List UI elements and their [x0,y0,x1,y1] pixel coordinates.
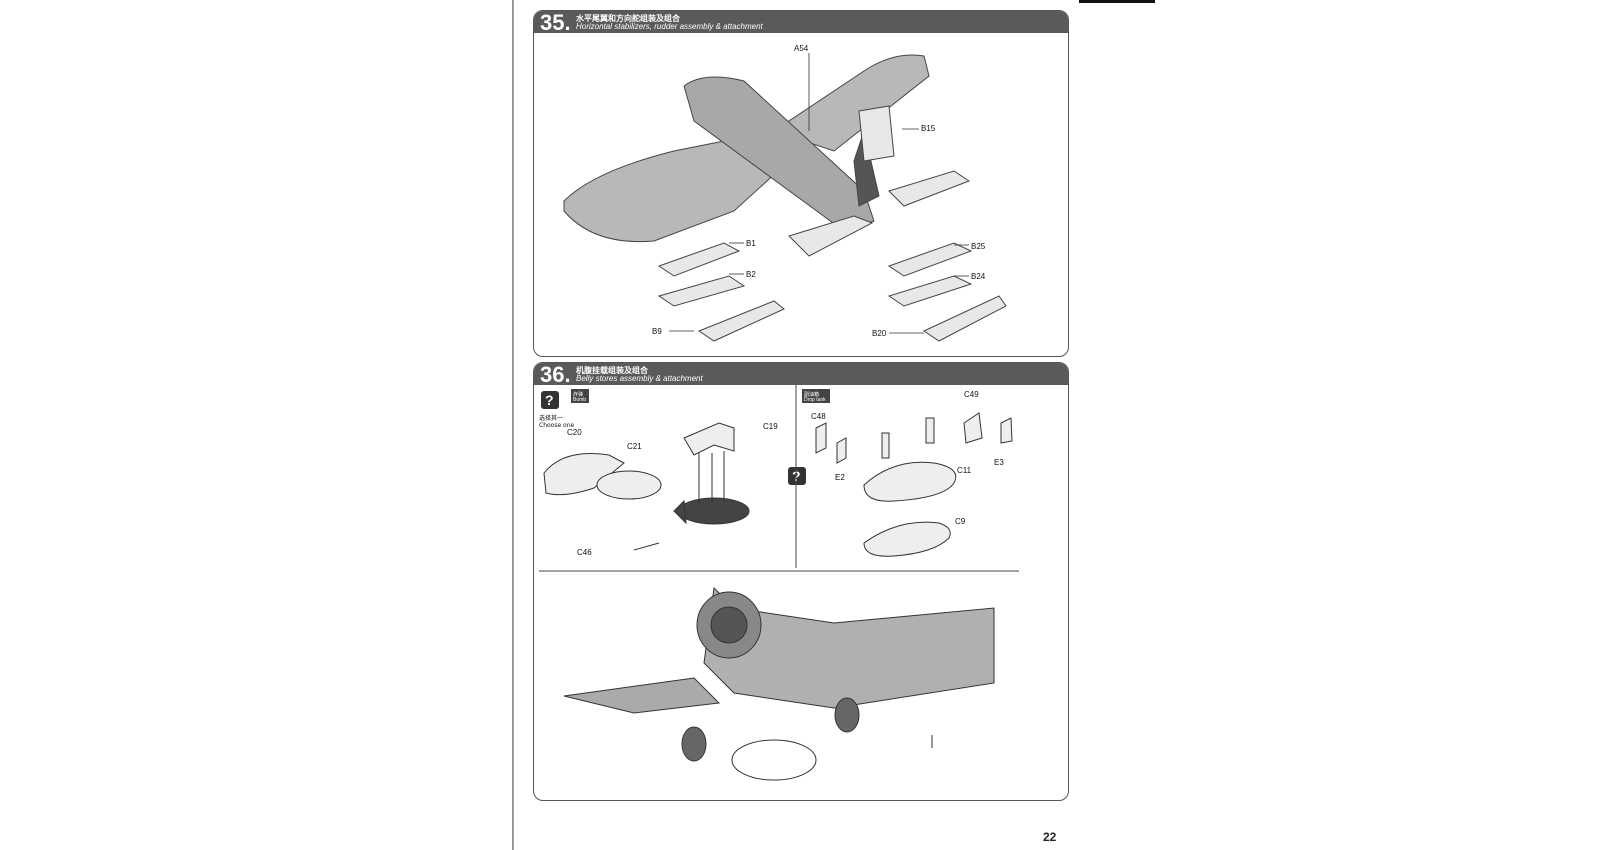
droptank-assembly-illustration [815,412,1013,557]
part-label-c9: C9 [955,517,966,526]
part-label-c48: C48 [811,412,826,421]
part-label-c49: C49 [964,390,979,399]
svg-text:?: ? [545,392,554,408]
step-36-header: 36. 机腹挂载组装及组合 Belly stores assembly & at… [534,362,1068,387]
part-label-b1: B1 [746,239,756,248]
part-label-c20: C20 [567,428,582,437]
part-label-e2: E2 [835,473,845,482]
option-bomb-cn: 炸弹 [573,391,583,398]
part-labels: A54 B15 B1 B2 B25 B24 B9 B20 [652,44,986,338]
option-tank-tag: 副油箱 Drop tank [802,389,830,403]
option-bomb-en: Bomb [573,397,586,403]
step-36-part-labels: C20 C21 C19 C46 C48 C49 E2 E3 C11 C9 [567,390,1004,557]
option-tank-en: Drop tank [804,397,826,403]
step-36-title-cn: 机腹挂载组装及组合 [576,366,648,375]
step-36-number: 36. [540,362,571,387]
step-36-panel: 36. 机腹挂载组装及组合 Belly stores assembly & at… [533,362,1069,801]
part-label-b25: B25 [971,242,986,251]
step-35-title-cn: 水平尾翼和方向舵组装及组合 [576,14,680,23]
part-label-c21: C21 [627,442,642,451]
part-label-b24: B24 [971,272,986,281]
part-label-b20: B20 [872,329,887,338]
part-label-c46: C46 [577,548,592,557]
part-label-b15: B15 [921,124,936,133]
step-35-number: 35. [540,10,571,35]
option-tank-cn: 副油箱 [804,391,819,398]
option-bomb-tag: 炸弹 Bomb [571,389,589,403]
part-label-c11: C11 [957,466,972,475]
choose-one-icon: ? [541,391,559,409]
step-35-panel: 35. 水平尾翼和方向舵组装及组合 Horizontal stabilizers… [533,10,1069,357]
completed-aircraft-illustration [563,586,995,781]
choose-one-en: Choose one [539,422,575,429]
part-label-b9: B9 [652,327,662,336]
part-callout-lines [669,53,969,334]
step-35-title-en: Horizontal stabilizers, rudder assembly … [576,22,763,31]
part-label-a54: A54 [794,44,809,53]
step-35-drawing: A54 B15 B1 B2 B25 B24 B9 B20 [563,44,1007,342]
part-label-e3: E3 [994,458,1004,467]
part-label-c19: C19 [763,422,778,431]
bomb-assembly-illustration [543,422,750,551]
step-35-header: 35. 水平尾翼和方向舵组装及组合 Horizontal stabilizers… [534,10,1068,35]
scan-artifact [1070,0,1155,3]
step-36-title-en: Belly stores assembly & attachment [576,374,703,383]
page-number: 22 [1043,830,1057,844]
aircraft-rear-illustration [563,54,930,243]
choose-one-icon-2: ? [788,467,806,485]
choose-one-cn: 选择其一 [539,414,563,422]
part-label-b2: B2 [746,270,756,279]
step-36-drawing: ? 选择其一 Choose one 炸弹 Bomb 副油箱 Drop tank … [539,385,1019,781]
stabilizer-parts [657,105,1007,342]
